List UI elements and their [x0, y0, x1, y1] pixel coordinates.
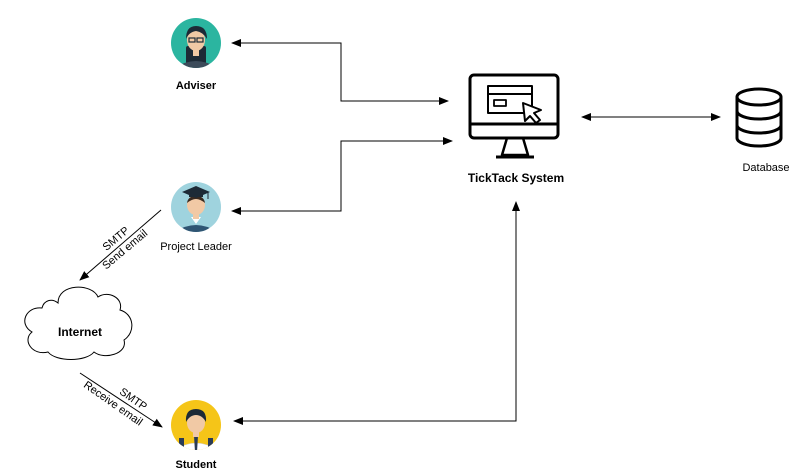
connectors [79, 39, 721, 428]
internet-student-connector [79, 372, 163, 428]
project-leader-system-connector [231, 137, 453, 215]
adviser-avatar-icon [171, 18, 221, 68]
cloud-icon [24, 286, 133, 360]
project-leader-internet-connector [79, 209, 162, 281]
adviser-system-connector [231, 39, 449, 105]
student-label: Student [176, 459, 217, 471]
project-leader-label: Project Leader [160, 241, 232, 253]
student-system-connector [233, 201, 520, 425]
database-icon [735, 87, 783, 148]
internet-label: Internet [58, 325, 102, 339]
project-leader-avatar-icon [171, 182, 221, 232]
computer-monitor-icon [468, 73, 560, 159]
student-avatar-icon [171, 400, 221, 450]
adviser-label: Adviser [176, 80, 217, 92]
system-label: TickTack System [468, 171, 564, 185]
database-label: Database [742, 162, 789, 174]
